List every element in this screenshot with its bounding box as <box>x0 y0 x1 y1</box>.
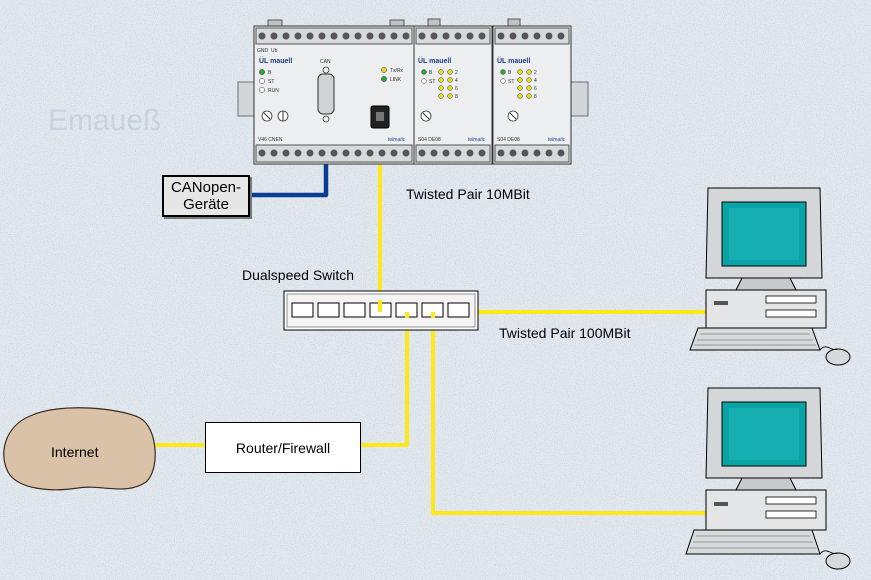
ub-label: Ub <box>271 48 278 54</box>
twisted-pair-10-label: Twisted Pair 10MBit <box>406 186 530 202</box>
led-b-label: B <box>268 70 272 76</box>
io2-led-6: 6 <box>534 86 537 92</box>
computer-top-icon <box>689 187 851 366</box>
cable-switch-to-router <box>360 312 409 447</box>
io2-led-st: ST <box>508 79 514 85</box>
io1-led-4: 4 <box>455 78 458 84</box>
io2-brand: ÜL mauell <box>497 56 530 65</box>
io-module-2: ÜL mauell B ST 2 4 6 8 S04 DE08 telmatic <box>492 18 572 165</box>
switch-port <box>291 302 314 318</box>
io2-led-4: 4 <box>534 78 537 84</box>
io1-led-b: B <box>429 70 433 76</box>
io1-led-st: ST <box>429 79 435 85</box>
router-firewall-box: Router/Firewall <box>205 422 361 473</box>
switch-port <box>317 302 340 318</box>
io2-model: S04 DE08 <box>497 137 520 143</box>
io1-vendor: telmatic <box>468 137 486 143</box>
twisted-pair-100-label: Twisted Pair 100MBit <box>499 325 631 341</box>
main-vendor: telmatic <box>388 137 406 143</box>
ethernet-cables <box>152 128 712 515</box>
led-run-label: RUN <box>268 88 279 94</box>
din-rail <box>237 81 589 117</box>
computer-bottom-icon <box>685 387 851 570</box>
can-connector-icon <box>317 73 335 115</box>
io1-led-2: 2 <box>455 70 458 76</box>
io2-led-b: B <box>508 70 512 76</box>
switch-label: Dualspeed Switch <box>242 267 355 283</box>
gnd-label: GND <box>257 48 269 54</box>
io1-model: S04 DE08 <box>418 137 441 143</box>
io2-led-8: 8 <box>534 94 537 100</box>
router-firewall-label: Router/Firewall <box>235 439 331 456</box>
canopen-devices-line1: CANopen- <box>170 179 242 196</box>
switch-port <box>343 302 366 318</box>
switch-port <box>447 302 470 318</box>
controller-module: GND Ub ÜL mauell B ST RUN CAN Tx/Rx LINK… <box>253 19 415 165</box>
dualspeed-switch <box>283 290 479 331</box>
cable-switch-to-pc-bottom <box>431 312 712 515</box>
io-module-1: ÜL mauell B ST 2 4 6 8 S04 DE08 telmatic <box>413 18 493 165</box>
io2-vendor: telmatic <box>548 137 566 143</box>
io1-led-6: 6 <box>455 86 458 92</box>
io1-led-8: 8 <box>455 94 458 100</box>
txrx-label: Tx/Rx <box>390 68 404 74</box>
main-brand: ÜL mauell <box>259 56 292 65</box>
watermark-text: Emaueß <box>48 104 161 137</box>
can-port-label: CAN <box>320 59 331 65</box>
main-model: V46 CNEN <box>258 137 283 143</box>
led-st-label: ST <box>268 79 274 85</box>
internet-cloud-icon <box>3 407 156 491</box>
canopen-devices-line2: Geräte <box>183 196 229 213</box>
canopen-devices-box: CANopen- Geräte <box>162 175 250 217</box>
link-label: LINK <box>390 77 402 83</box>
io2-led-2: 2 <box>534 70 537 76</box>
io1-brand: ÜL mauell <box>418 56 451 65</box>
internet-label: Internet <box>51 444 99 460</box>
